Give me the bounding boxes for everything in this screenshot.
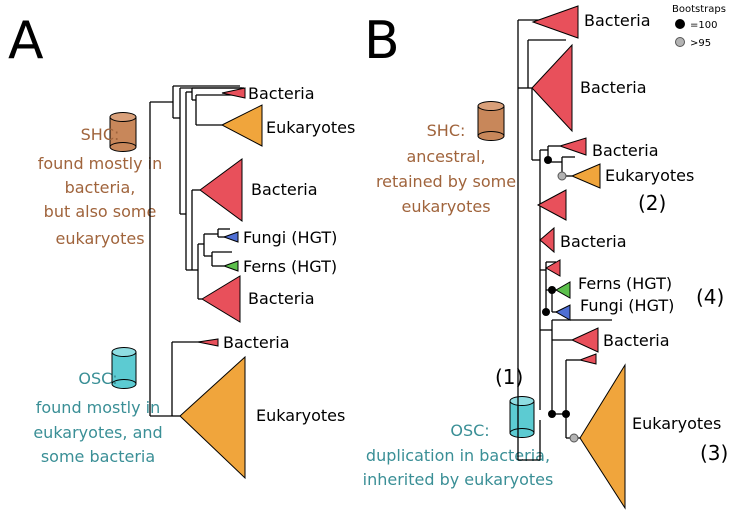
shc-cylinder-icon	[477, 101, 505, 141]
clade-b-label-2: Bacteria	[580, 78, 647, 97]
clade-a-eukaryotes-2	[179, 355, 246, 480]
clade-b-bacteria-4b	[539, 226, 555, 254]
clade-a-label-7: Bacteria	[223, 333, 290, 352]
osc-cylinder-icon	[509, 396, 535, 438]
clade-a-label-1: Bacteria	[248, 84, 315, 103]
clade-a-label-4: Fungi (HGT)	[243, 228, 337, 247]
osc-description-a: OSC: found mostly in eukaryotes, and som…	[33, 369, 162, 466]
clade-b-eukaryotes-2	[579, 363, 626, 510]
legend-dot-95	[675, 37, 685, 47]
svg-text:found mostly in: found mostly in	[36, 398, 161, 417]
svg-text:OSC:: OSC:	[450, 421, 489, 440]
clade-a-bacteria-3	[201, 275, 241, 323]
event-number-4: (4)	[696, 285, 724, 309]
tree-a-branches	[149, 85, 244, 417]
event-number-2: (2)	[638, 191, 666, 215]
svg-text:ancestral,: ancestral,	[406, 147, 485, 166]
clade-b-eukaryotes-1	[570, 163, 601, 189]
svg-text:found mostly in: found mostly in	[38, 154, 163, 173]
clade-a-fungi	[222, 231, 239, 243]
legend-label-100: =100	[690, 20, 717, 31]
panel-label-b: B	[364, 11, 400, 71]
clade-a-eukaryotes-1	[220, 104, 263, 147]
clade-b-label-6: Ferns (HGT)	[578, 274, 672, 293]
clade-b-ferns	[554, 281, 571, 299]
shc-cylinder-icon	[109, 112, 137, 152]
clade-a-label-2: Eukaryotes	[266, 118, 355, 137]
clade-b-bacteria-3	[558, 137, 587, 156]
clade-b-label-4: Eukaryotes	[605, 166, 694, 185]
shc-description-b: SHC: ancestral, retained by some eukaryo…	[376, 121, 516, 216]
clade-b-bacteria-5	[570, 327, 599, 353]
shc-description-a: SHC: found mostly in bacteria, but also …	[38, 125, 163, 248]
clade-b-label-7: Fungi (HGT)	[580, 296, 674, 315]
event-number-3: (3)	[700, 441, 728, 465]
osc-cylinder-icon	[111, 347, 137, 389]
clade-a-bacteria-4	[197, 338, 219, 347]
clade-b-bacteria-1	[531, 5, 579, 39]
clade-b-bacteria-6	[578, 353, 597, 365]
osc-description-b: OSC: duplication in bacteria, inherited …	[363, 421, 554, 489]
svg-text:eukaryotes: eukaryotes	[55, 229, 144, 248]
clade-b-label-5: Bacteria	[560, 232, 627, 251]
svg-text:but also some: but also some	[44, 202, 157, 221]
clade-b-bacteria-4a	[536, 189, 567, 221]
clade-b-label-1: Bacteria	[584, 11, 651, 30]
legend-label-95: >95	[690, 38, 711, 49]
bootstrap-legend: Bootstraps =100 >95	[672, 4, 726, 49]
bootstrap-nodes	[542, 156, 579, 443]
clade-a-label-3: Bacteria	[251, 180, 318, 199]
svg-text:inherited by eukaryotes: inherited by eukaryotes	[363, 470, 554, 489]
svg-text:bacteria,: bacteria,	[65, 178, 136, 197]
clade-b-bacteria-2	[531, 43, 573, 133]
clade-a-bacteria-2	[199, 158, 243, 222]
clade-b-label-3: Bacteria	[592, 141, 659, 160]
svg-text:SHC:: SHC:	[427, 121, 466, 140]
svg-text:retained by some: retained by some	[376, 172, 516, 191]
svg-text:some bacteria: some bacteria	[41, 447, 155, 466]
clade-a-bacteria-1	[221, 87, 246, 99]
legend-title: Bootstraps	[672, 4, 726, 15]
clade-a-ferns	[222, 260, 239, 272]
clade-a-label-5: Ferns (HGT)	[243, 257, 337, 276]
legend-dot-100	[675, 19, 685, 29]
clade-b-label-8: Bacteria	[603, 331, 670, 350]
clade-b-bacteria-4c	[544, 259, 561, 277]
clade-b-fungi	[554, 304, 571, 321]
event-number-1: (1)	[495, 365, 523, 389]
clade-a-label-8: Eukaryotes	[256, 406, 345, 425]
clade-a-label-6: Bacteria	[248, 289, 315, 308]
svg-text:eukaryotes, and: eukaryotes, and	[33, 423, 162, 442]
svg-text:SHC:: SHC:	[81, 125, 120, 144]
clade-b-label-9: Eukaryotes	[632, 414, 721, 433]
svg-text:OSC:: OSC:	[78, 369, 117, 388]
svg-text:duplication in bacteria,: duplication in bacteria,	[366, 446, 550, 465]
panel-label-a: A	[8, 11, 44, 71]
svg-text:eukaryotes: eukaryotes	[401, 197, 490, 216]
